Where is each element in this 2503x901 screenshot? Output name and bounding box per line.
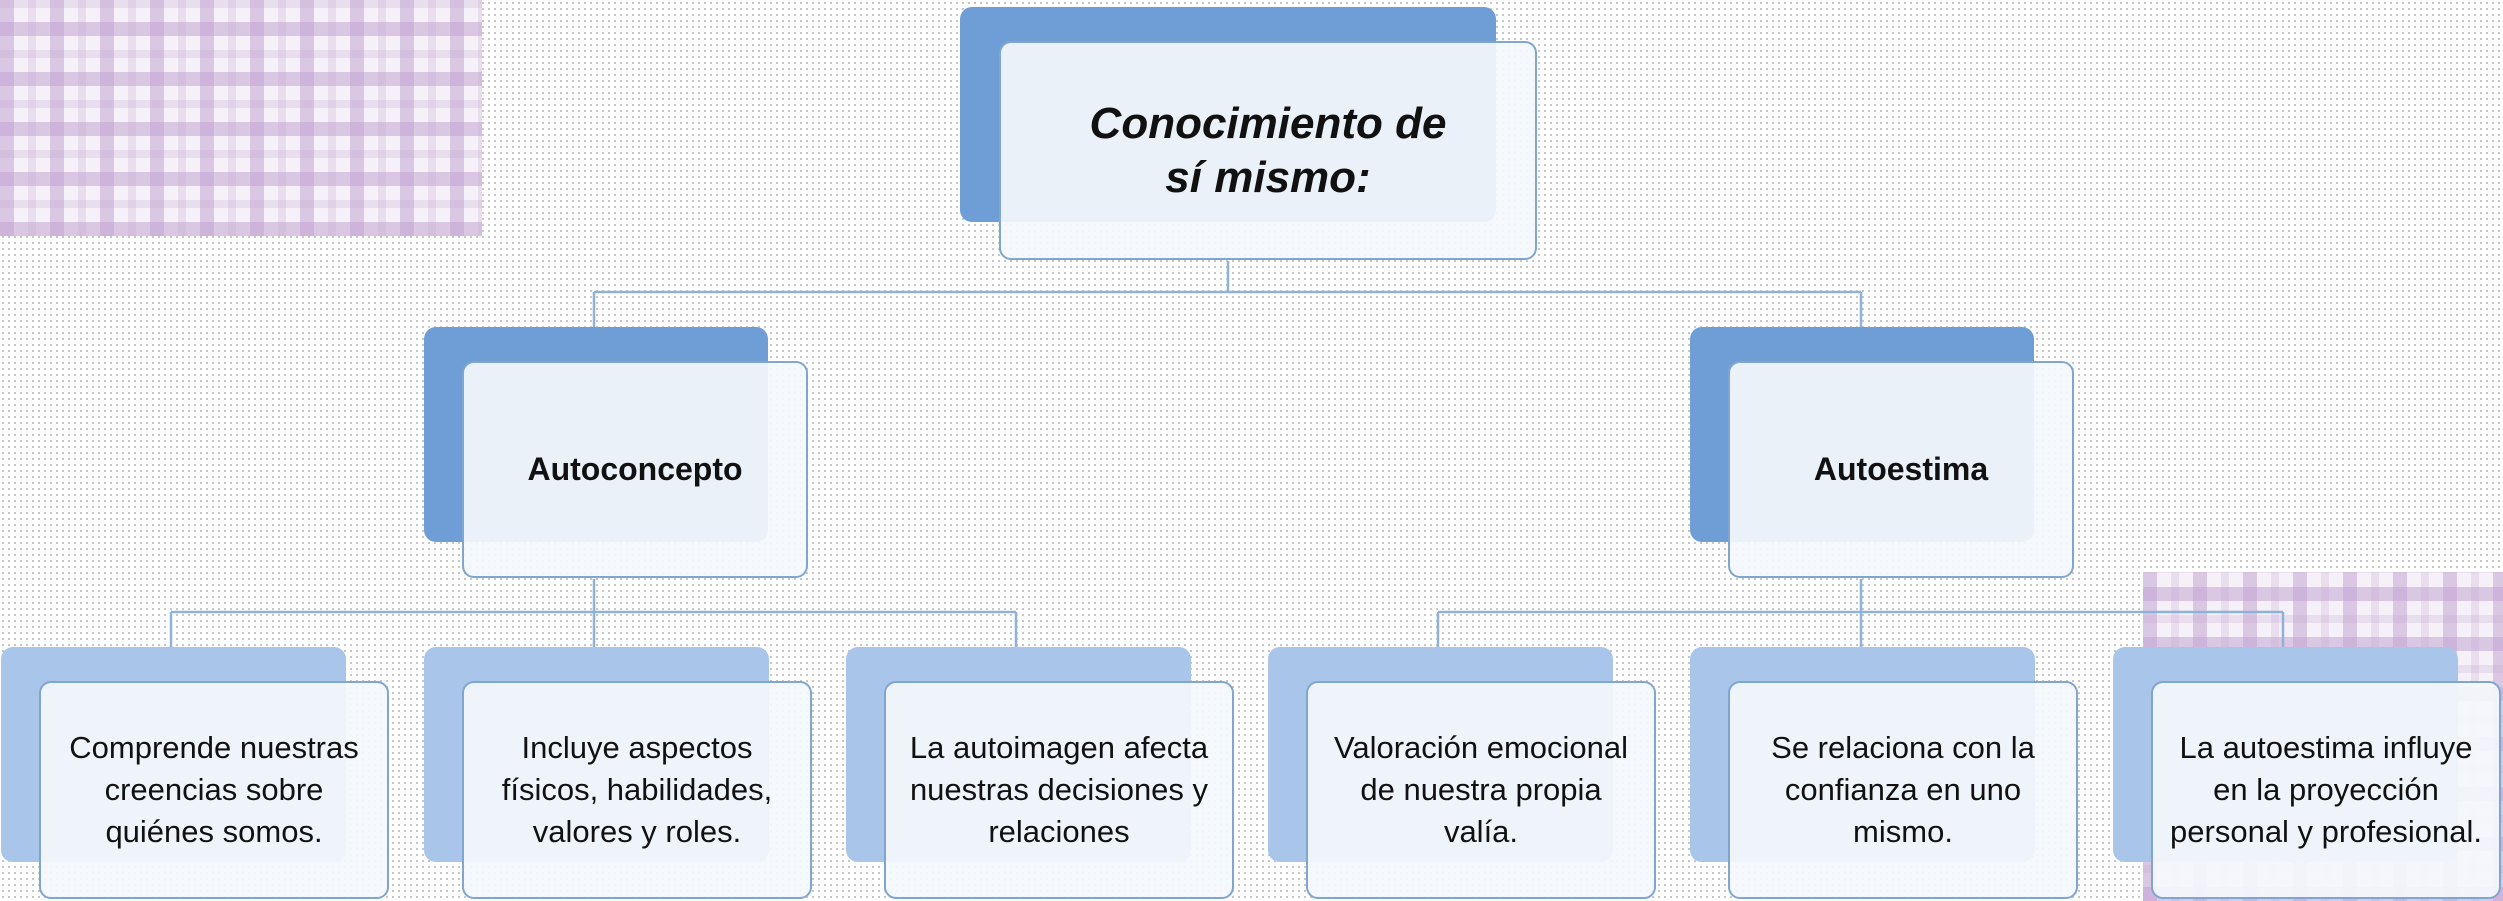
leaf-node-text: La autoestima influye en la proyección p… — [2170, 730, 2482, 849]
branch-node-box: Autoconcepto — [462, 361, 808, 578]
connector-root-to-branches — [592, 261, 1863, 327]
leaf-node-text: Incluye aspectos físicos, habilidades, v… — [501, 730, 773, 849]
branch-node-autoestima: Autoestima — [1690, 327, 2074, 579]
leaf-node-box: Se relaciona con la confianza en uno mis… — [1728, 681, 2078, 899]
leaf-node-text: Comprende nuestras creencias sobre quién… — [69, 730, 359, 849]
leaf-node: Se relaciona con la confianza en uno mis… — [1690, 647, 2078, 899]
root-node-label: Conocimiento de sí mismo: — [1089, 98, 1447, 202]
root-node-box: Conocimiento de sí mismo: — [999, 41, 1537, 260]
plaid-decoration-top-left — [0, 0, 482, 236]
connector-autoconcepto-to-children — [169, 579, 1018, 647]
branch-node-box: Autoestima — [1728, 361, 2074, 578]
leaf-node-box: Comprende nuestras creencias sobre quién… — [39, 681, 389, 899]
leaf-node-text: Valoración emocional de nuestra propia v… — [1333, 730, 1629, 849]
leaf-node: La autoestima influye en la proyección p… — [2113, 647, 2501, 899]
root-node: Conocimiento de sí mismo: — [960, 7, 1537, 261]
leaf-node-box: La autoestima influye en la proyección p… — [2151, 681, 2501, 899]
leaf-node: La autoimagen afecta nuestras decisiones… — [846, 647, 1234, 899]
leaf-node: Comprende nuestras creencias sobre quién… — [1, 647, 389, 899]
leaf-node-box: Valoración emocional de nuestra propia v… — [1306, 681, 1656, 899]
leaf-node: Valoración emocional de nuestra propia v… — [1268, 647, 1656, 899]
branch-node-label: Autoestima — [1813, 451, 1989, 487]
branch-node-autoconcepto: Autoconcepto — [424, 327, 808, 579]
leaf-node: Incluye aspectos físicos, habilidades, v… — [424, 647, 812, 899]
leaf-node-text: La autoimagen afecta nuestras decisiones… — [909, 730, 1209, 849]
leaf-node-box: Incluye aspectos físicos, habilidades, v… — [462, 681, 812, 899]
connector-autoestima-to-children — [1436, 579, 2285, 647]
leaf-node-text: Se relaciona con la confianza en uno mis… — [1771, 730, 2035, 849]
leaf-node-box: La autoimagen afecta nuestras decisiones… — [884, 681, 1234, 899]
branch-node-label: Autoconcepto — [527, 451, 743, 487]
